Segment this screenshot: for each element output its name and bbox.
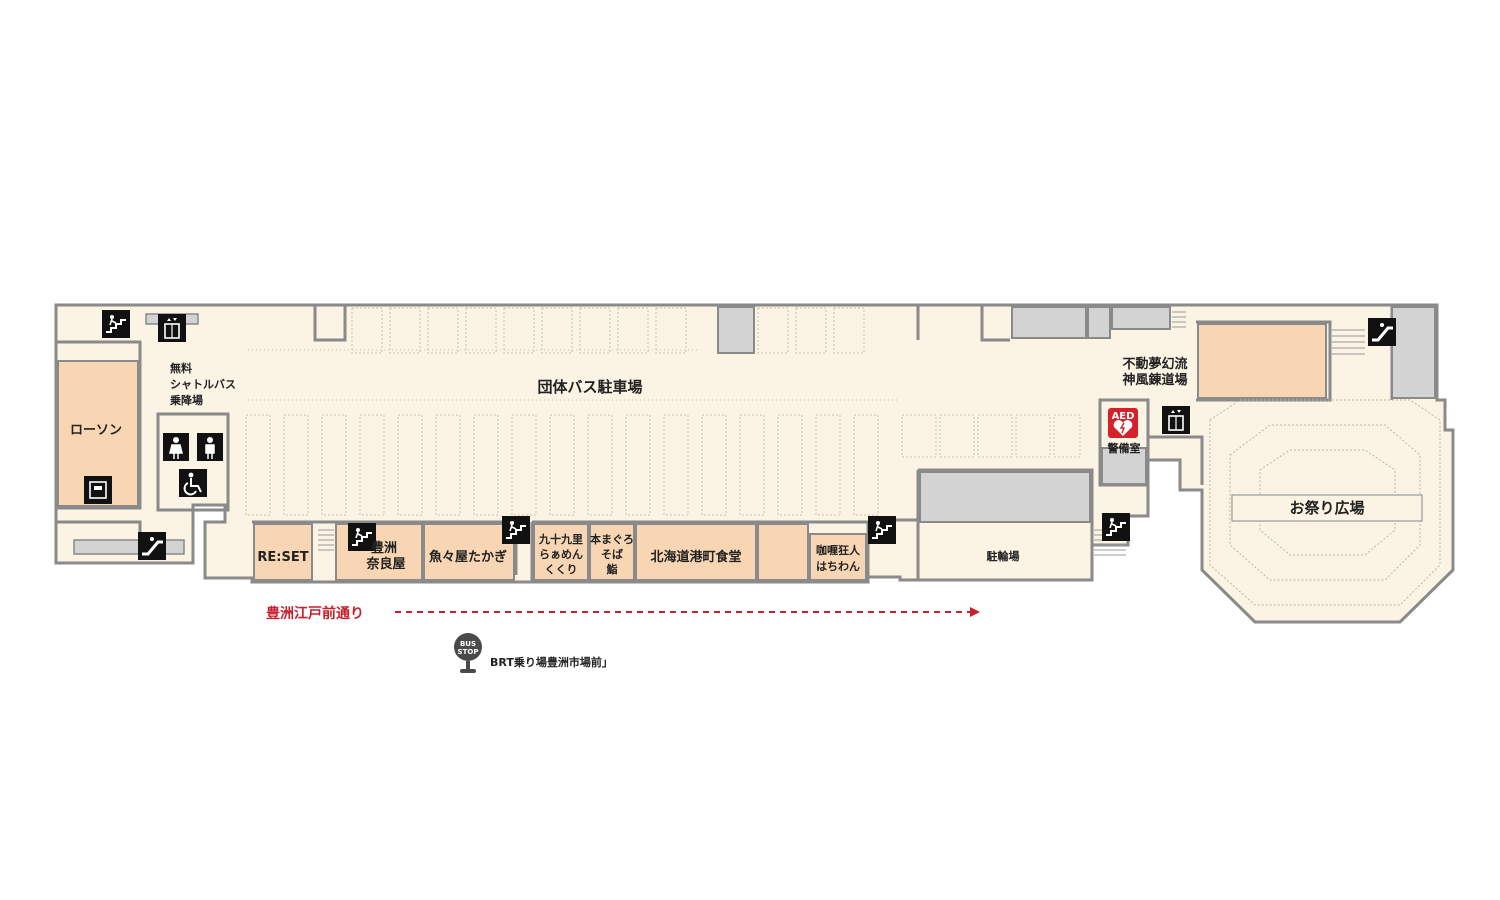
escalator-icon[interactable] [1366, 316, 1398, 348]
stairs-icon[interactable] [867, 515, 897, 545]
shop-uouoya-takagi [423, 523, 515, 581]
festival-plaza-label: お祭り広場 [1289, 499, 1364, 517]
accessible-icon [179, 469, 207, 497]
shuttle-label-2: シャトルバス [170, 378, 236, 391]
restroom-female-icon [163, 433, 189, 461]
curry-label-2: はちわん [816, 560, 860, 573]
shop-reset [253, 523, 313, 581]
reset-label: RE:SET [257, 550, 308, 565]
naraya-label-1: 豊洲 [371, 540, 397, 556]
elevator-icon[interactable] [157, 313, 187, 343]
maguro-label-2: そば [601, 547, 623, 561]
aed-icon: AED [1108, 408, 1138, 438]
service-blocks [717, 306, 1436, 523]
festival-plaza-area: お祭り広場 [1209, 399, 1441, 606]
shop-blocks [57, 323, 1327, 581]
curry-label-1: 咖喱狂人 [816, 543, 861, 557]
dojo-label-2: 神風錬道場 [1122, 372, 1187, 388]
shop-tsukumo-ramen [533, 523, 589, 581]
stairs-icon[interactable] [501, 515, 531, 545]
shop-hokkaido-minato [635, 523, 757, 581]
ramen-label-2: らぁめん [539, 548, 583, 561]
restroom-male-icon [197, 433, 223, 461]
shuttle-label-1: 無料 [170, 361, 192, 375]
street-arrow: 豊洲江戸前通り [266, 605, 980, 622]
shop-hon-maguro-soba [589, 523, 635, 581]
security-room-label: 警備室 [1107, 441, 1141, 455]
shuttle-label-3: 乗降場 [170, 393, 203, 407]
svg-text:AED: AED [1112, 411, 1135, 422]
atm-icon [84, 476, 112, 504]
bus-parking-label: 団体バス駐車場 [537, 378, 642, 396]
shop-dojo-block [1197, 323, 1327, 399]
maguro-label-3: 鮨 [606, 562, 618, 576]
escalator-track [73, 539, 185, 555]
svg-text:STOP: STOP [458, 648, 479, 656]
parking-dots [248, 349, 900, 401]
lawson-label: ローソン [70, 423, 122, 438]
bus-stop-icon: BUS STOP [454, 633, 482, 673]
maguro-label-1: 本まぐろ [590, 532, 634, 546]
bus-stop-label: BRT乗り場豊洲市場前」 [490, 655, 613, 669]
bicycle-parking-label: 駐輪場 [987, 549, 1020, 563]
stairs-icon[interactable] [101, 309, 131, 339]
escalator-icon[interactable] [136, 530, 168, 562]
ramen-label-3: くくり [545, 563, 578, 576]
stairs-icon[interactable] [1101, 512, 1131, 542]
svg-text:BUS: BUS [460, 640, 476, 648]
hokkaido-label: 北海道港町食堂 [650, 549, 741, 565]
naraya-label-2: 奈良屋 [365, 556, 405, 572]
elevator-icon[interactable] [1161, 405, 1191, 435]
shop-spare [757, 523, 809, 581]
ramen-label-1: 九十九里 [538, 532, 583, 546]
takagi-label: 魚々屋たかぎ [429, 549, 507, 565]
dojo-label-1: 不動夢幻流 [1122, 356, 1187, 372]
shop-curry-kyojin [809, 533, 867, 581]
bus-parking-stalls [245, 307, 1081, 516]
street-label: 豊洲江戸前通り [266, 605, 364, 622]
